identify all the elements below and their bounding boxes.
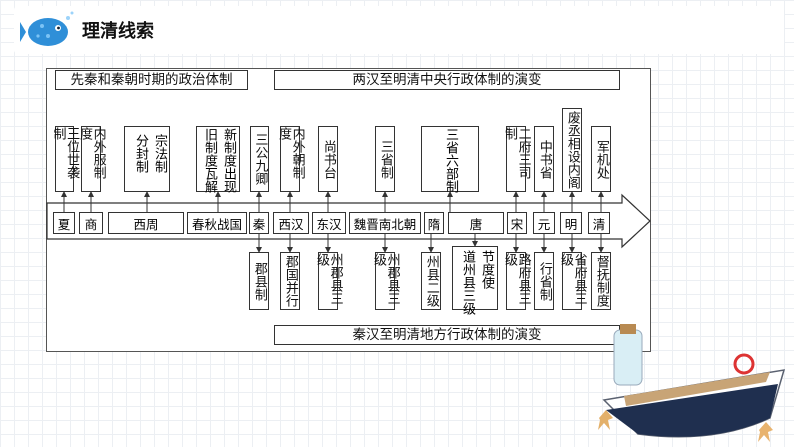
era-ming: 明 [560,212,582,234]
box-jiedushi: 节度使 [479,250,494,289]
era-xizhou: 西周 [108,212,184,234]
era-song: 宋 [507,212,527,234]
box-lufu: 路府县三级 [502,252,531,310]
header-pre-qin: 先秦和秦朝时期的政治体制 [55,70,248,90]
header-local: 秦汉至明清地方行政体制的演变 [274,325,620,345]
era-xia: 夏 [53,212,75,234]
box-shengfu: 省府县三级 [558,252,587,310]
era-qing: 清 [588,212,610,234]
box-neiwaifu: 内外服制度 [77,126,106,192]
box-daozhou: 道州县三级 [460,250,475,315]
box-junguo: 郡国并行 [280,252,300,310]
box-xingsheng: 行省制 [534,252,554,310]
era-qin: 秦 [249,212,269,234]
boat-decoration [598,324,786,442]
era-donghan: 东汉 [312,212,346,234]
box-wangwei: 王位世袭制 [51,126,79,192]
box-dufu: 督抚制度 [591,252,611,310]
era-shang: 商 [79,212,103,234]
fish-icon [20,11,74,46]
box-junjichu: 军机处 [591,126,611,192]
era-yuan: 元 [533,212,555,234]
box-sangong: 三公九卿 [250,126,269,192]
title-bar [14,6,784,54]
header-central: 两汉至明清中央行政体制的演变 [274,70,620,90]
timeline-arrow [46,193,651,249]
box-sansheng-liubu: 三省六部制 [443,128,458,193]
box-shangshutai: 尚书台 [318,126,338,192]
page-title: 理清线索 [82,21,154,42]
box-tang-local-frame [452,246,498,310]
box-feichengxiang: 废丞相设内阁 [562,108,582,192]
box-zhouxian: 州县二级 [421,252,441,310]
era-xihan: 西汉 [273,212,309,234]
box-junxian: 郡县制 [249,252,269,310]
box-jiuzhidu: 旧制度瓦解 [202,128,217,193]
box-fengjian: 分封制 [133,134,148,173]
box-erfu: 二府三司制 [502,126,531,192]
box-zhoujun-1: 州郡县三级 [314,252,343,310]
box-neiwaichao: 内外朝制度 [276,126,305,192]
box-xinzhidu: 新制度出现 [221,128,236,193]
box-zongfa: 宗法制 [152,134,167,173]
box-sansheng-liubu-frame [421,126,479,192]
box-zhongshusheng: 中书省 [534,126,554,192]
era-weijin: 魏晋南北朝 [349,212,421,234]
box-zhoujun-2: 州郡县三级 [371,252,400,310]
box-sansheng: 三省制 [375,126,395,192]
era-sui: 隋 [424,212,444,234]
era-chunqiu: 春秋战国 [187,212,247,234]
era-tang: 唐 [448,212,504,234]
box-fengjian-group [124,126,170,192]
